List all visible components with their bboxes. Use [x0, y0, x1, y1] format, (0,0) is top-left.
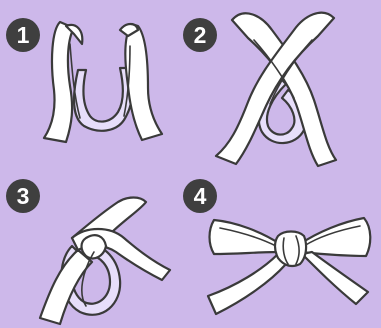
step-1-ribbon-u-shape [44, 22, 162, 142]
step-2-ribbon-crossed [216, 13, 336, 166]
step-3-ribbon-knot [40, 198, 170, 325]
step-4-ribbon-bow [208, 218, 370, 314]
